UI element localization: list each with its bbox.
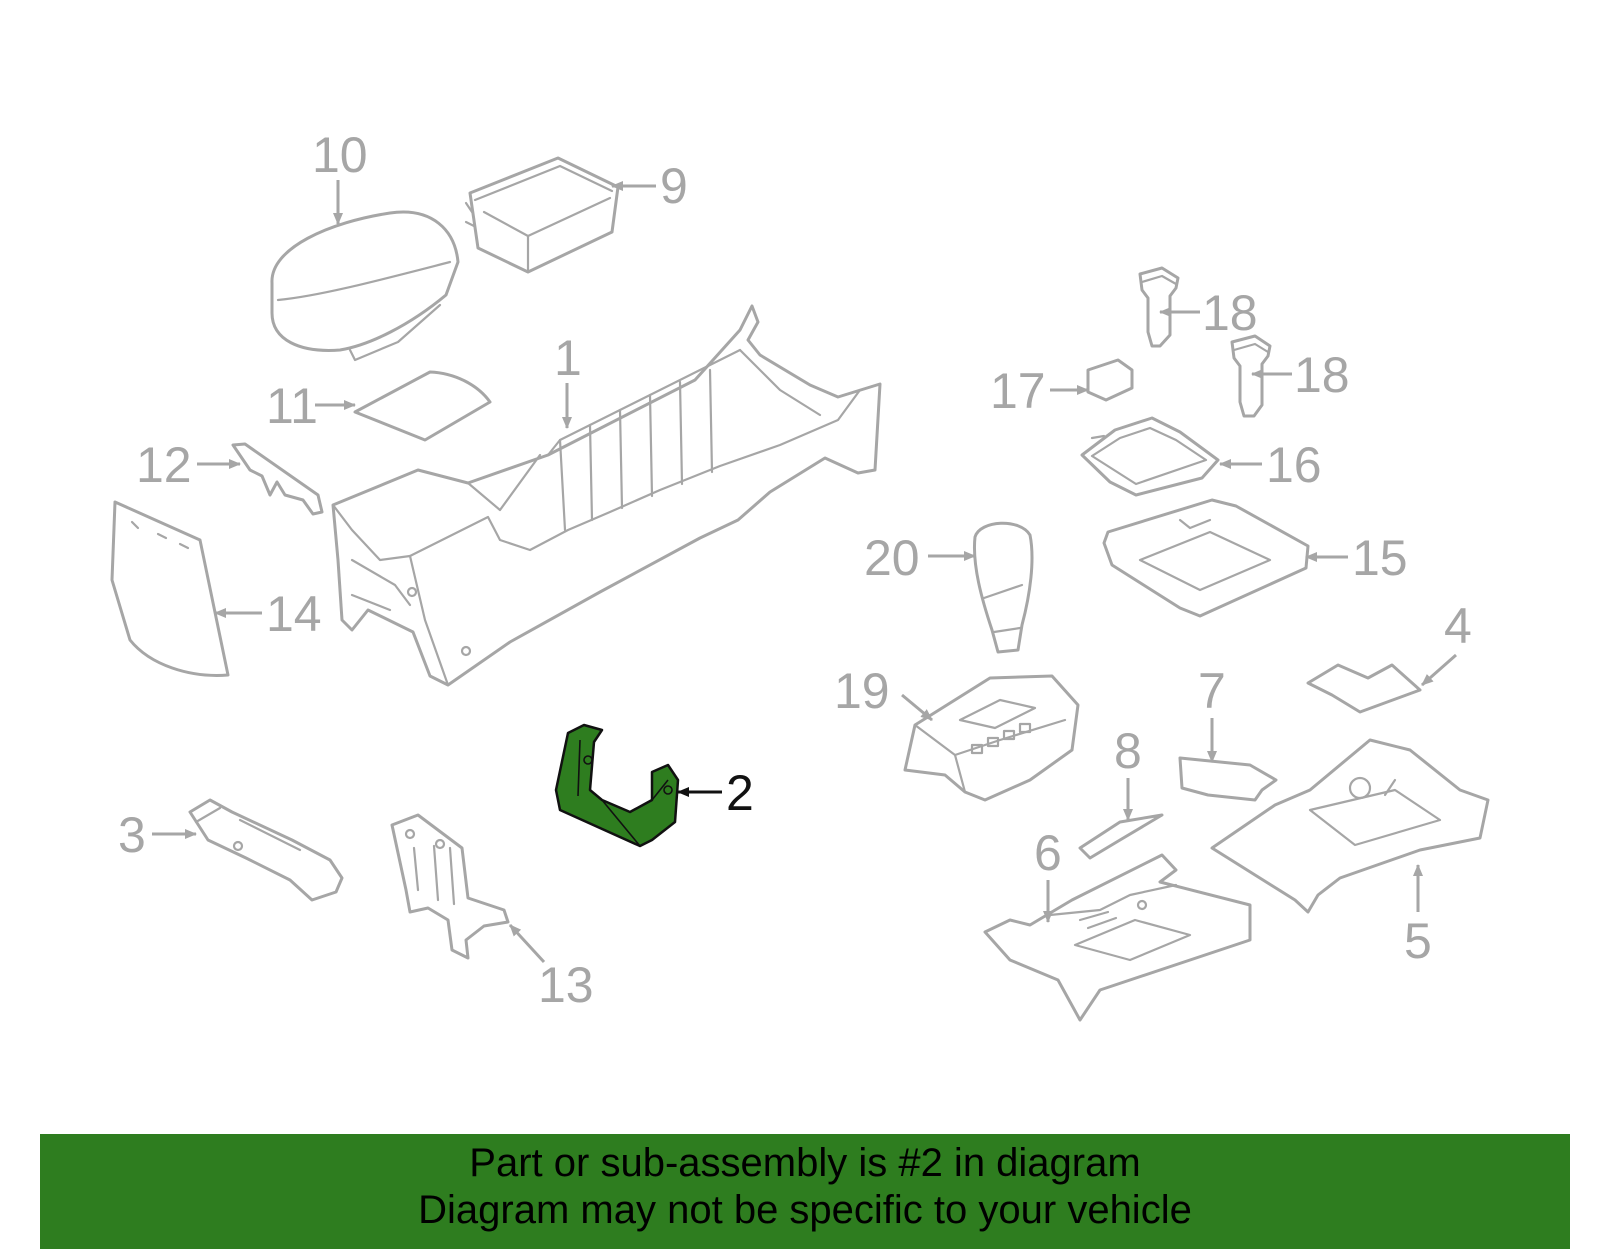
part-3-bracket: [188, 798, 344, 902]
part-5-front-panel: [1210, 738, 1490, 914]
callout-13: 13: [538, 957, 594, 1013]
callout-18-lower: 18: [1294, 347, 1350, 403]
callout-3: 3: [118, 807, 146, 863]
part-8-strip: [1078, 813, 1164, 860]
callout-17: 17: [990, 363, 1046, 419]
callout-11: 11: [266, 378, 318, 434]
callout-8: 8: [1114, 723, 1142, 779]
leader-4: [1421, 653, 1457, 687]
part-12-bracket: [231, 442, 324, 516]
part-2-highlighted-bracket: [554, 723, 680, 848]
part-1-console-body: [331, 304, 882, 687]
banner-line-2: Diagram may not be specific to your vehi…: [418, 1188, 1192, 1232]
callout-20: 20: [864, 530, 920, 586]
part-19-shifter: [903, 674, 1080, 802]
info-banner: Part or sub-assembly is #2 in diagram Di…: [40, 1134, 1570, 1249]
callout-10: 10: [312, 127, 368, 183]
callout-7: 7: [1198, 663, 1226, 719]
part-17-block: [1086, 358, 1134, 402]
callout-9: 9: [660, 158, 688, 214]
callout-19: 19: [834, 663, 890, 719]
callout-5: 5: [1404, 913, 1432, 969]
callout-leaders: [152, 180, 1457, 964]
callout-labels: 10 9 11 12 1 14 18 18 17 16 15 20 4 19 7…: [118, 127, 1472, 1013]
part-18-clip-upper: [1138, 266, 1180, 348]
part-10-armrest-lid: [270, 210, 460, 362]
part-20-shift-knob: [972, 521, 1034, 654]
part-9-storage-tray: [464, 156, 620, 274]
part-7-insert: [1178, 756, 1278, 802]
part-11-pad: [353, 370, 492, 442]
callout-1: 1: [554, 330, 582, 386]
parts-diagram: 10 9 11 12 1 14 18 18 17 16 15 20 4 19 7…: [110, 127, 1490, 1022]
part-15-trim-plate: [1102, 498, 1310, 618]
callout-2: 2: [726, 765, 754, 821]
part-4-trim-strip: [1306, 663, 1422, 714]
leader-19: [901, 693, 933, 722]
callout-14: 14: [266, 586, 322, 642]
callout-15: 15: [1352, 530, 1408, 586]
part-14-side-panel: [110, 500, 230, 677]
callout-4: 4: [1444, 598, 1472, 654]
part-18-clip-lower: [1230, 334, 1272, 418]
part-13-mounting-bracket: [390, 813, 510, 960]
callout-18-upper: 18: [1202, 285, 1258, 341]
leader-13: [508, 923, 546, 964]
part-6-lower-panel: [983, 853, 1252, 1022]
callout-16: 16: [1266, 437, 1322, 493]
callout-6: 6: [1034, 825, 1062, 881]
part-16-cover: [1080, 416, 1220, 497]
banner-line-1: Part or sub-assembly is #2 in diagram: [469, 1141, 1141, 1185]
callout-12: 12: [136, 437, 192, 493]
